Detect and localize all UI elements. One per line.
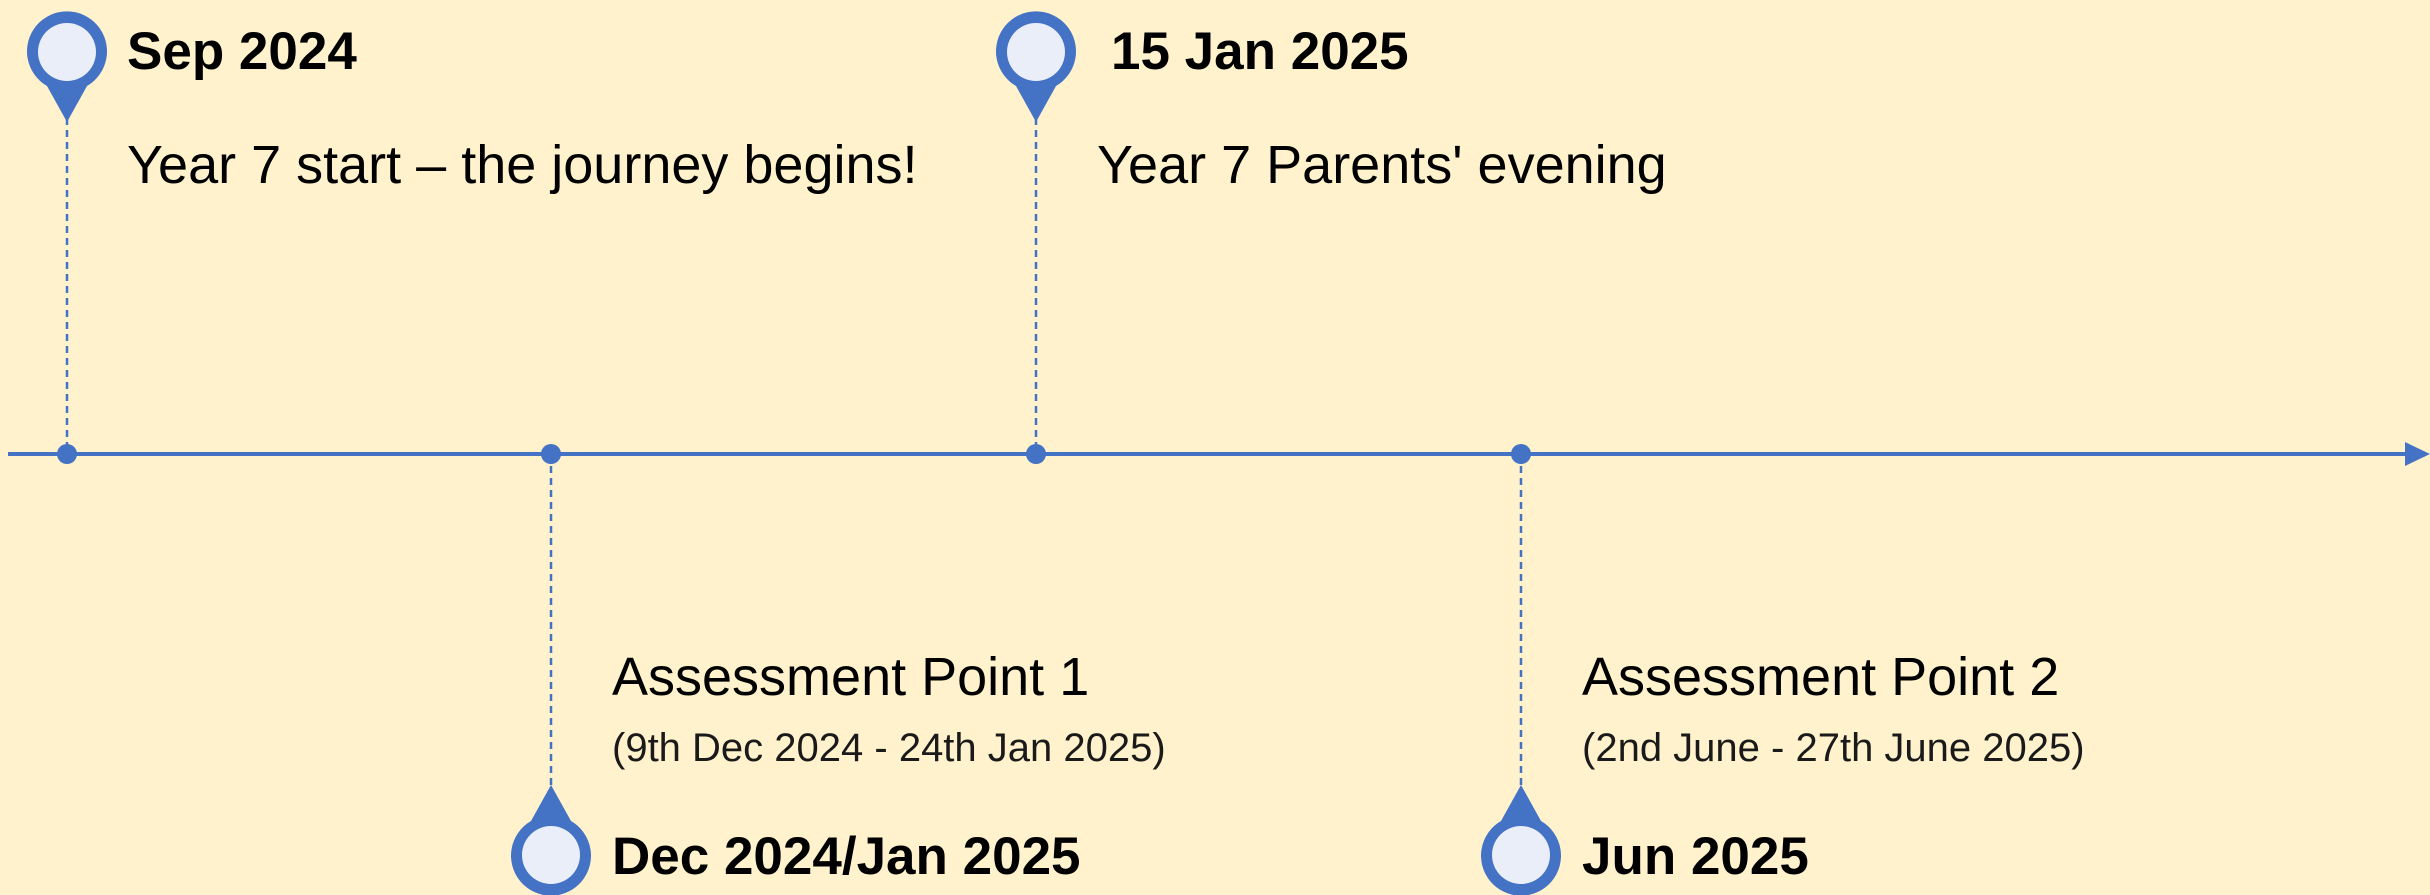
event-detail: (2nd June - 27th June 2025) [1582,726,2085,770]
map-pin-icon [996,11,1076,122]
event-dot [1026,444,1046,464]
event-date: 15 Jan 2025 [1111,22,1409,81]
map-pin-icon [27,11,108,122]
event-marker-4 [1481,444,1561,895]
event-date: Jun 2025 [1582,827,1809,886]
event-title: Assessment Point 2 [1582,647,2060,707]
map-pin-icon [511,785,591,895]
event-detail: (9th Dec 2024 - 24th Jan 2025) [612,726,1166,770]
event-title: Year 7 Parents' evening [1097,135,1667,195]
event-dot [1511,444,1531,464]
event-marker-3 [996,11,1076,464]
event-date: Sep 2024 [127,22,357,81]
timeline-arrowhead [2405,442,2430,466]
event-title: Assessment Point 1 [612,647,1090,707]
event-dot [57,444,77,464]
event-marker-1 [27,11,108,464]
event-date: Dec 2024/Jan 2025 [612,827,1081,886]
event-dot [541,444,561,464]
event-marker-2 [511,444,591,895]
map-pin-icon [1481,785,1561,895]
event-title: Year 7 start – the journey begins! [127,135,918,195]
